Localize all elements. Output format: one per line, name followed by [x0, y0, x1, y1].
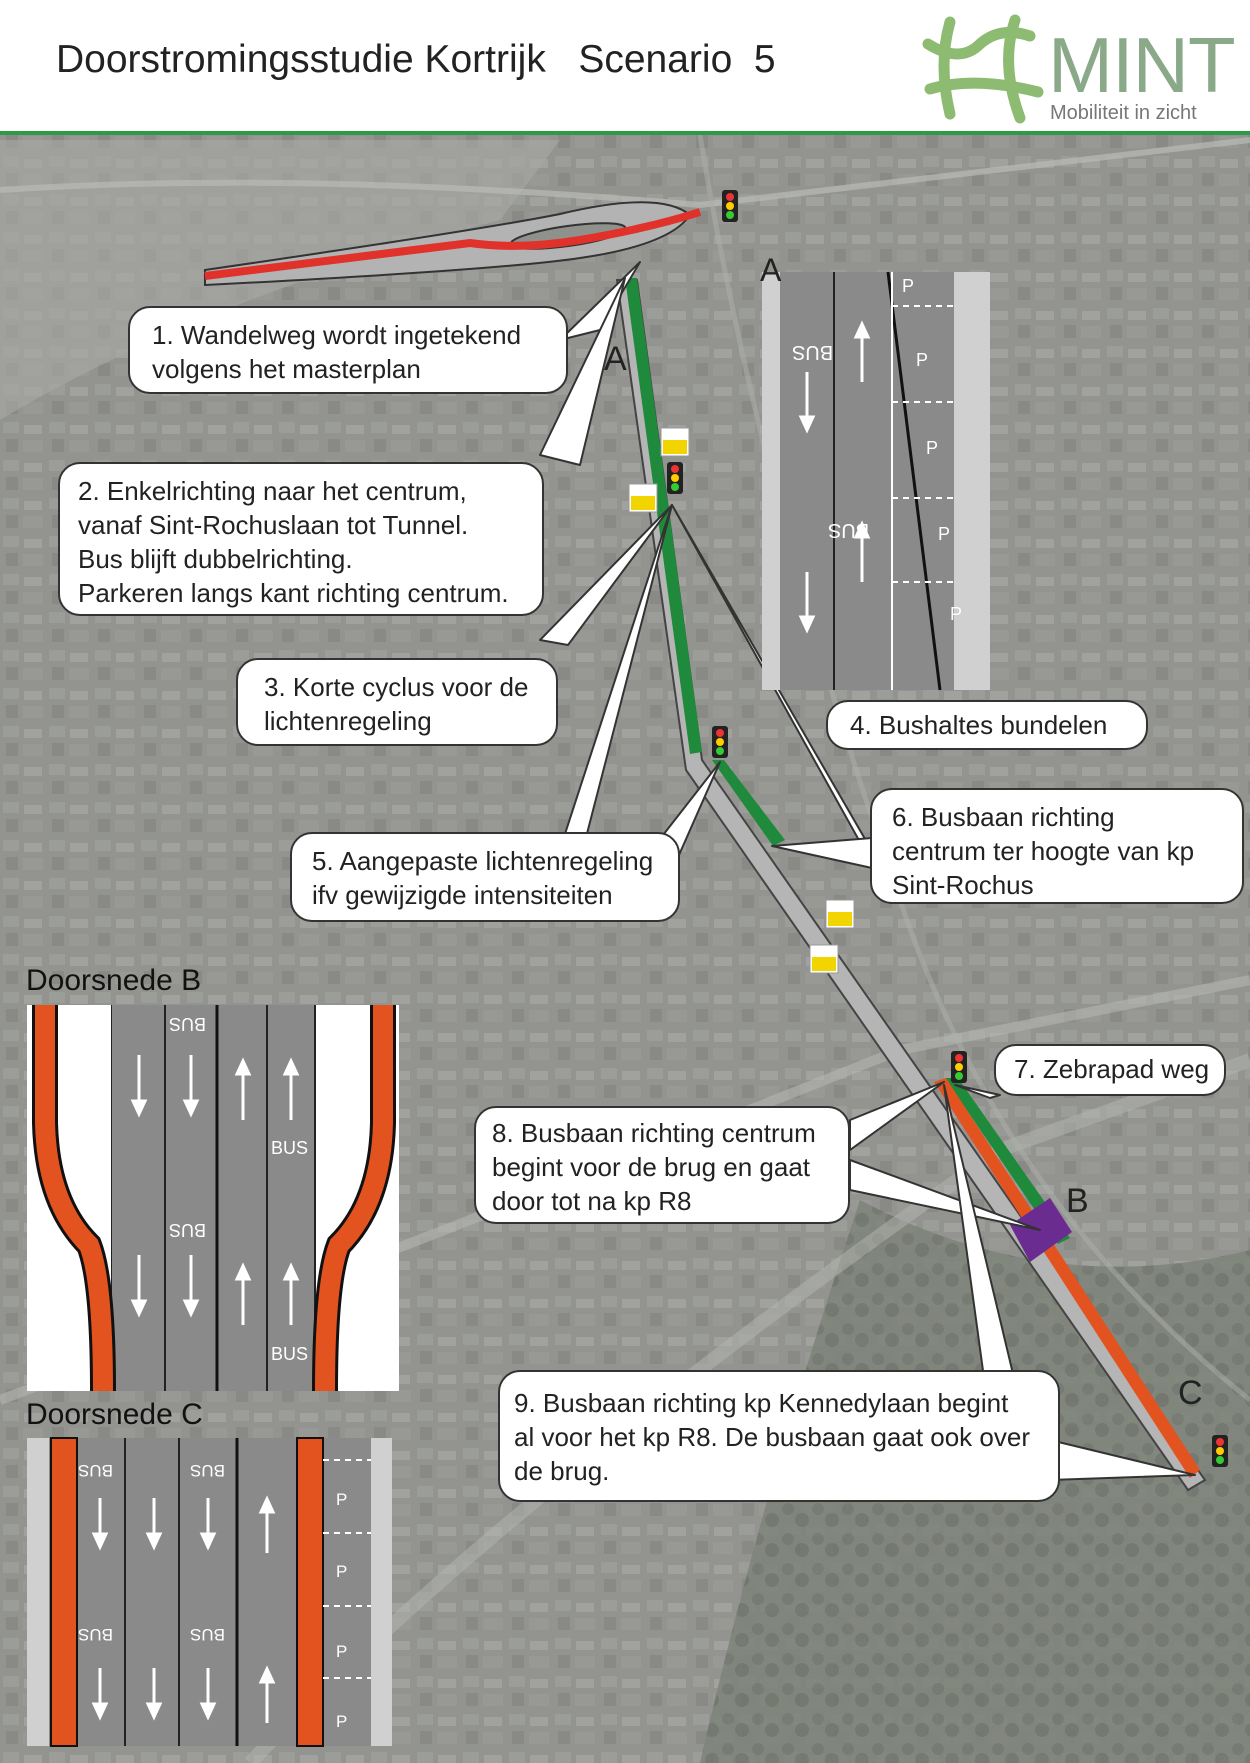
callout-1: 1. Wandelweg wordt ingetekend volgens he…	[128, 306, 568, 394]
callout-6: 6. Busbaan richting centrum ter hoogte v…	[870, 788, 1244, 904]
section-c-bus-text-2: BUS	[190, 1461, 225, 1480]
callout-9: 9. Busbaan richting kp Kennedylaan begin…	[498, 1370, 1060, 1502]
callout-5-line-1: 5. Aangepaste lichtenregeling	[312, 846, 654, 876]
callout-9-line-1: 9. Busbaan richting kp Kennedylaan begin…	[514, 1388, 1009, 1418]
section-a-bus-text-2: BUS	[828, 519, 870, 541]
section-a-parking-3: P	[926, 438, 939, 458]
section-c-bus-text-1: BUS	[78, 1461, 113, 1480]
cross-section-c	[27, 1437, 392, 1747]
page-title: Doorstromingsstudie Kortrijk Scenario 5	[56, 38, 776, 81]
section-a-bus-text-1: BUS	[792, 341, 834, 363]
route-label-c: C	[1178, 1374, 1203, 1412]
section-c-parking-1: P	[336, 1490, 348, 1509]
callout-3-line-1: 3. Korte cyclus voor de	[264, 672, 529, 702]
callout-4: 4. Bushaltes bundelen	[826, 700, 1148, 750]
route-label-b: B	[1066, 1182, 1089, 1220]
section-b-bus-text-4: BUS	[271, 1344, 309, 1364]
callout-8-line-1: 8. Busbaan richting centrum	[492, 1118, 816, 1148]
logo-tagline: Mobiliteit in zicht	[1050, 102, 1197, 124]
section-b-bus-text-2: BUS	[271, 1138, 309, 1158]
callout-4-line-1: 4. Bushaltes bundelen	[850, 710, 1108, 740]
section-a-parking-1: P	[902, 276, 915, 296]
cross-section-b-title: Doorsnede B	[26, 964, 202, 997]
section-c-bus-text-3: BUS	[78, 1625, 113, 1644]
section-a-parking-5: P	[950, 604, 963, 624]
bus-stop-icons	[628, 427, 855, 974]
cross-section-a	[762, 271, 990, 691]
cross-section-b	[27, 1005, 399, 1392]
callout-3-line-2: lichtenregeling	[264, 706, 432, 736]
callout-2-line-3: Bus blijft dubbelrichting.	[78, 544, 353, 574]
section-c-bus-text-4: BUS	[190, 1625, 225, 1644]
callout-8-line-2: begint voor de brug en gaat	[492, 1152, 811, 1182]
section-a-parking-4: P	[938, 524, 951, 544]
callout-8-line-3: door tot na kp R8	[492, 1186, 692, 1216]
section-c-parking-4: P	[336, 1712, 348, 1731]
section-a-parking-2: P	[916, 350, 929, 370]
aerial-map	[0, 135, 1250, 1763]
callout-5: 5. Aangepaste lichtenregeling ifv gewijz…	[290, 832, 680, 922]
callout-2-line-4: Parkeren langs kant richting centrum.	[78, 578, 509, 608]
route-label-a: A	[604, 340, 627, 378]
section-c-parking-3: P	[336, 1642, 348, 1661]
callout-7-line-1: 7. Zebrapad weg	[1014, 1054, 1210, 1084]
callout-5-line-2: ifv gewijzigde intensiteiten	[312, 880, 613, 910]
callout-9-line-2: al voor het kp R8. De busbaan gaat ook o…	[514, 1422, 1030, 1452]
callout-6-line-3: Sint-Rochus	[892, 870, 1034, 900]
callout-6-line-1: 6. Busbaan richting	[892, 802, 1115, 832]
callout-1-line-2: volgens het masterplan	[152, 354, 421, 384]
header: Doorstromingsstudie Kortrijk Scenario 5 …	[0, 0, 1250, 135]
cross-section-c-title: Doorsnede C	[26, 1398, 203, 1431]
cross-section-a-label: A	[760, 252, 782, 288]
callout-2: 2. Enkelrichting naar het centrum, vanaf…	[58, 462, 544, 616]
traffic-light-icons	[667, 190, 1228, 1467]
callout-3: 3. Korte cyclus voor de lichtenregeling	[236, 658, 558, 746]
section-b-bus-text-3: BUS	[169, 1220, 207, 1240]
callout-1-line-1: 1. Wandelweg wordt ingetekend	[152, 320, 522, 350]
callout-8: 8. Busbaan richting centrum begint voor …	[474, 1106, 850, 1224]
callout-6-line-2: centrum ter hoogte van kp	[892, 836, 1195, 866]
section-b-bus-text-1: BUS	[169, 1014, 207, 1034]
logo-icon	[922, 14, 1044, 124]
logo-wordmark: MINT	[1048, 21, 1236, 109]
callout-9-line-3: de brug.	[514, 1456, 610, 1486]
callout-7: 7. Zebrapad weg	[994, 1044, 1226, 1096]
callout-2-line-1: 2. Enkelrichting naar het centrum,	[78, 476, 467, 506]
callout-2-line-2: vanaf Sint-Rochuslaan tot Tunnel.	[78, 510, 469, 540]
section-c-parking-2: P	[336, 1562, 348, 1581]
